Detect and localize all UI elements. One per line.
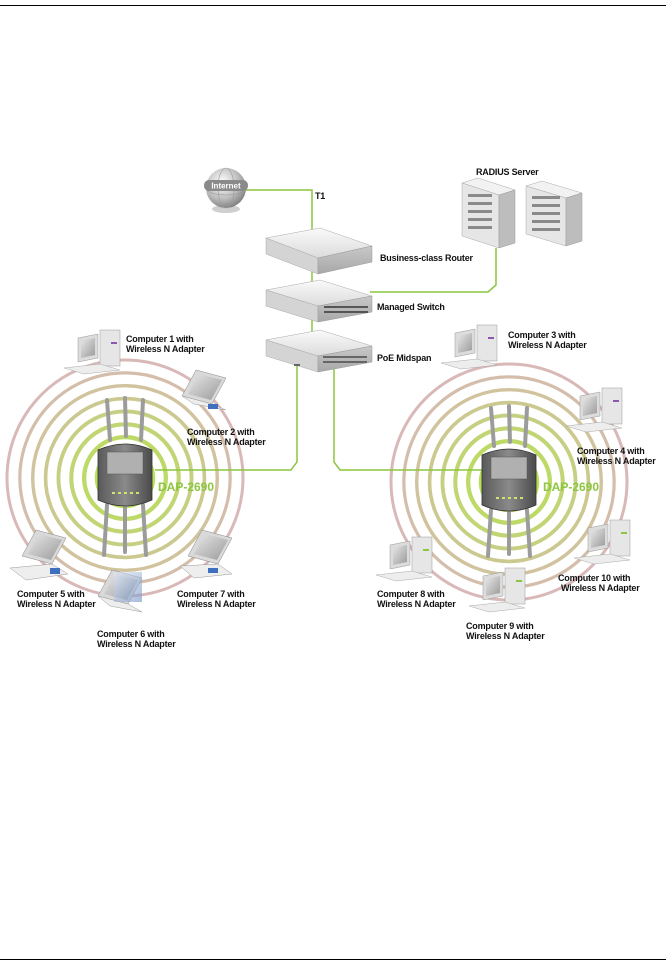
radius-server: RADIUS Server [461,167,583,249]
desktop-computer [63,329,121,375]
computer-1-label-line2: Wireless N Adapter [126,344,205,354]
computer-7-label-line1: Computer 7 with [177,589,245,599]
business-router: Business-class Router [265,227,474,275]
computer-9-label-line1: Computer 9 with [466,621,534,631]
desktop-computer [375,536,433,582]
access-point-left: DAP-2690 [97,396,214,557]
desktop-computer [440,324,498,370]
desktop-computer [573,519,631,565]
internet-label: Internet [211,182,241,191]
desktop-computer [565,387,623,433]
top-rule [0,5,666,6]
computer-6-label-line1: Computer 6 with [97,629,165,639]
computer-10-label-line1: Computer 10 with [558,573,630,583]
computer-3-label-line2: Wireless N Adapter [508,340,587,350]
ap-right-label: DAP-2690 [543,480,599,494]
computer-6-label-line2: Wireless N Adapter [97,639,176,649]
internet-cloud: Internet [204,167,248,213]
link-switch-radius [370,248,497,293]
midspan-label: PoE Midspan [377,353,431,363]
router-label: Business-class Router [380,253,474,263]
t1-label: T1 [315,191,325,201]
wireless-ring [31,384,219,573]
computer-1-label-line1: Computer 1 with [126,334,194,344]
bottom-rule [0,959,666,960]
computer-8-label-line2: Wireless N Adapter [377,599,456,609]
computer-7-label-line2: Wireless N Adapter [177,599,256,609]
laptop-computer [97,569,143,613]
laptop-computer [179,529,233,579]
computer-5-label-line1: Computer 5 with [17,589,85,599]
network-links [155,189,497,471]
computer-8-label-line1: Computer 8 with [377,589,445,599]
computer-3-label-line1: Computer 3 with [508,330,576,340]
link-midspan-ap-left [155,366,298,471]
ap-left-label: DAP-2690 [158,480,214,494]
poe-midspan: PoE Midspan [265,329,432,373]
computer-4-label-line1: Computer 4 with [577,446,645,456]
switch-label: Managed Switch [377,302,445,312]
computer-10-label-line2: Wireless N Adapter [561,583,640,593]
managed-switch: Managed Switch [265,279,445,323]
computer-4-label-line2: Wireless N Adapter [577,456,656,466]
link-internet-t1 [244,189,313,232]
computer-9-label-line2: Wireless N Adapter [466,631,545,641]
laptop-computer [9,529,69,581]
access-point-right: DAP-2690 [481,404,599,558]
computer-labels: Computer 1 with Wireless N Adapter Compu… [17,330,656,649]
computer-2-label-line1: Computer 2 with [187,427,255,437]
desktop-computer [468,567,526,613]
link-midspan-ap-right [333,362,484,471]
computer-2-label-line2: Wireless N Adapter [187,437,266,447]
wireless-ring [427,400,591,564]
laptop-computer [181,369,227,411]
computer-5-label-line2: Wireless N Adapter [17,599,96,609]
radius-server-label: RADIUS Server [476,167,539,177]
